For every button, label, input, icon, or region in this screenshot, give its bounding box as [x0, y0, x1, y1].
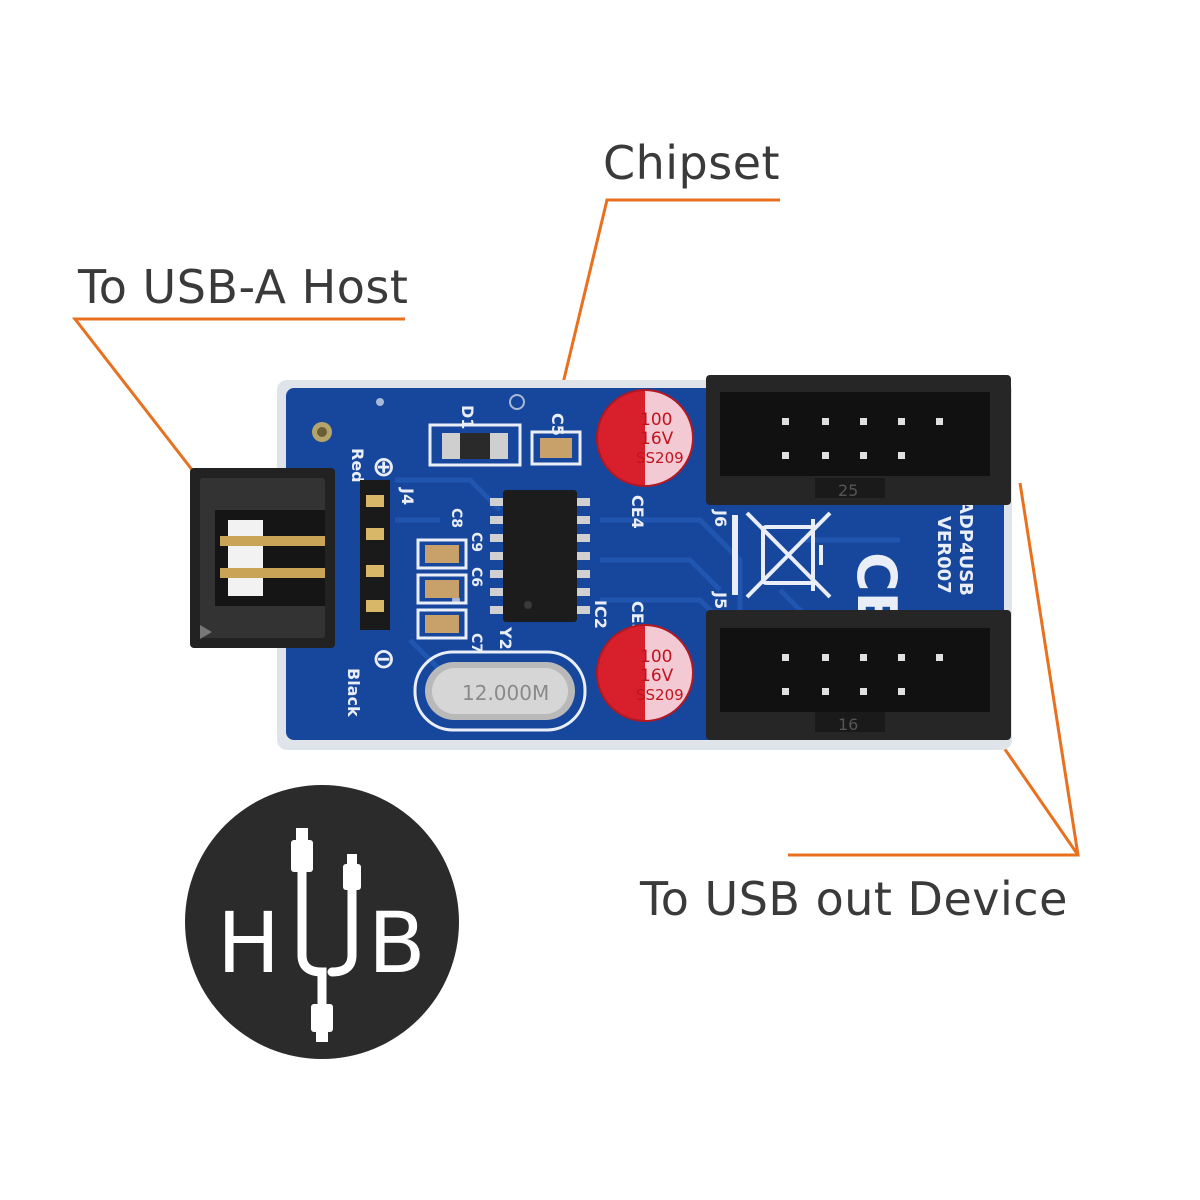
j6-label: J6	[711, 509, 730, 527]
host-power-connector	[190, 468, 335, 648]
c7-label: C7	[468, 633, 484, 653]
c6-label: C6	[468, 567, 484, 587]
hub-logo-letter-b: B	[368, 894, 426, 992]
ce3-voltage: 16V	[640, 666, 674, 686]
red-wire-label: Red	[348, 448, 367, 483]
d1-label: D1	[458, 405, 477, 429]
ce4-value: 100	[640, 410, 672, 430]
capacitor-ce4	[596, 389, 694, 487]
hub-logo-letter-h: H	[217, 894, 280, 992]
weee-bin-icon	[732, 511, 832, 599]
usb-cable-icon	[297, 865, 357, 1015]
callout-chipset: Chipset	[603, 136, 781, 190]
ce4-code: SS209	[636, 449, 684, 467]
model-line-1: VER007	[933, 516, 954, 594]
usb-header-j6	[706, 375, 1011, 505]
model-line-2: ADP4USB	[955, 500, 976, 596]
ic2-label: IC2	[591, 600, 610, 629]
d1-diode	[428, 423, 522, 467]
smd-capacitors	[416, 538, 468, 640]
j6-header-mark: 25	[838, 481, 858, 500]
black-wire-label: Black	[344, 668, 363, 717]
j4-label: J4	[398, 487, 417, 505]
c8-label: C8	[448, 508, 464, 528]
hub-logo: H B	[185, 785, 459, 1059]
callout-usb-out-device: To USB out Device	[640, 872, 1068, 926]
j5-header-mark: 16	[838, 715, 858, 734]
plus-symbol: ⊕	[372, 450, 395, 483]
leader-host	[71, 317, 405, 481]
ce3-value: 100	[640, 647, 672, 667]
ce4-voltage: 16V	[640, 429, 674, 449]
callout-usb-a-host: To USB-A Host	[78, 260, 409, 314]
y2-label: Y2	[496, 626, 515, 650]
j5-label: J5	[711, 591, 730, 609]
crystal-label: 12.000M	[462, 681, 549, 705]
leader-device	[788, 482, 1080, 857]
c5-label: C5	[548, 413, 567, 436]
j4-pin-header	[360, 480, 390, 630]
chipset-ic	[490, 490, 590, 622]
minus-symbol: ⊖	[372, 642, 395, 675]
ce3-code: SS209	[636, 686, 684, 704]
c5-capacitor	[530, 430, 582, 466]
ce4-label: CE4	[628, 495, 647, 529]
crystal-oscillator	[413, 650, 587, 732]
capacitor-ce3	[596, 624, 694, 722]
c9-label: C9	[468, 532, 484, 552]
usb-header-j5	[706, 610, 1011, 740]
